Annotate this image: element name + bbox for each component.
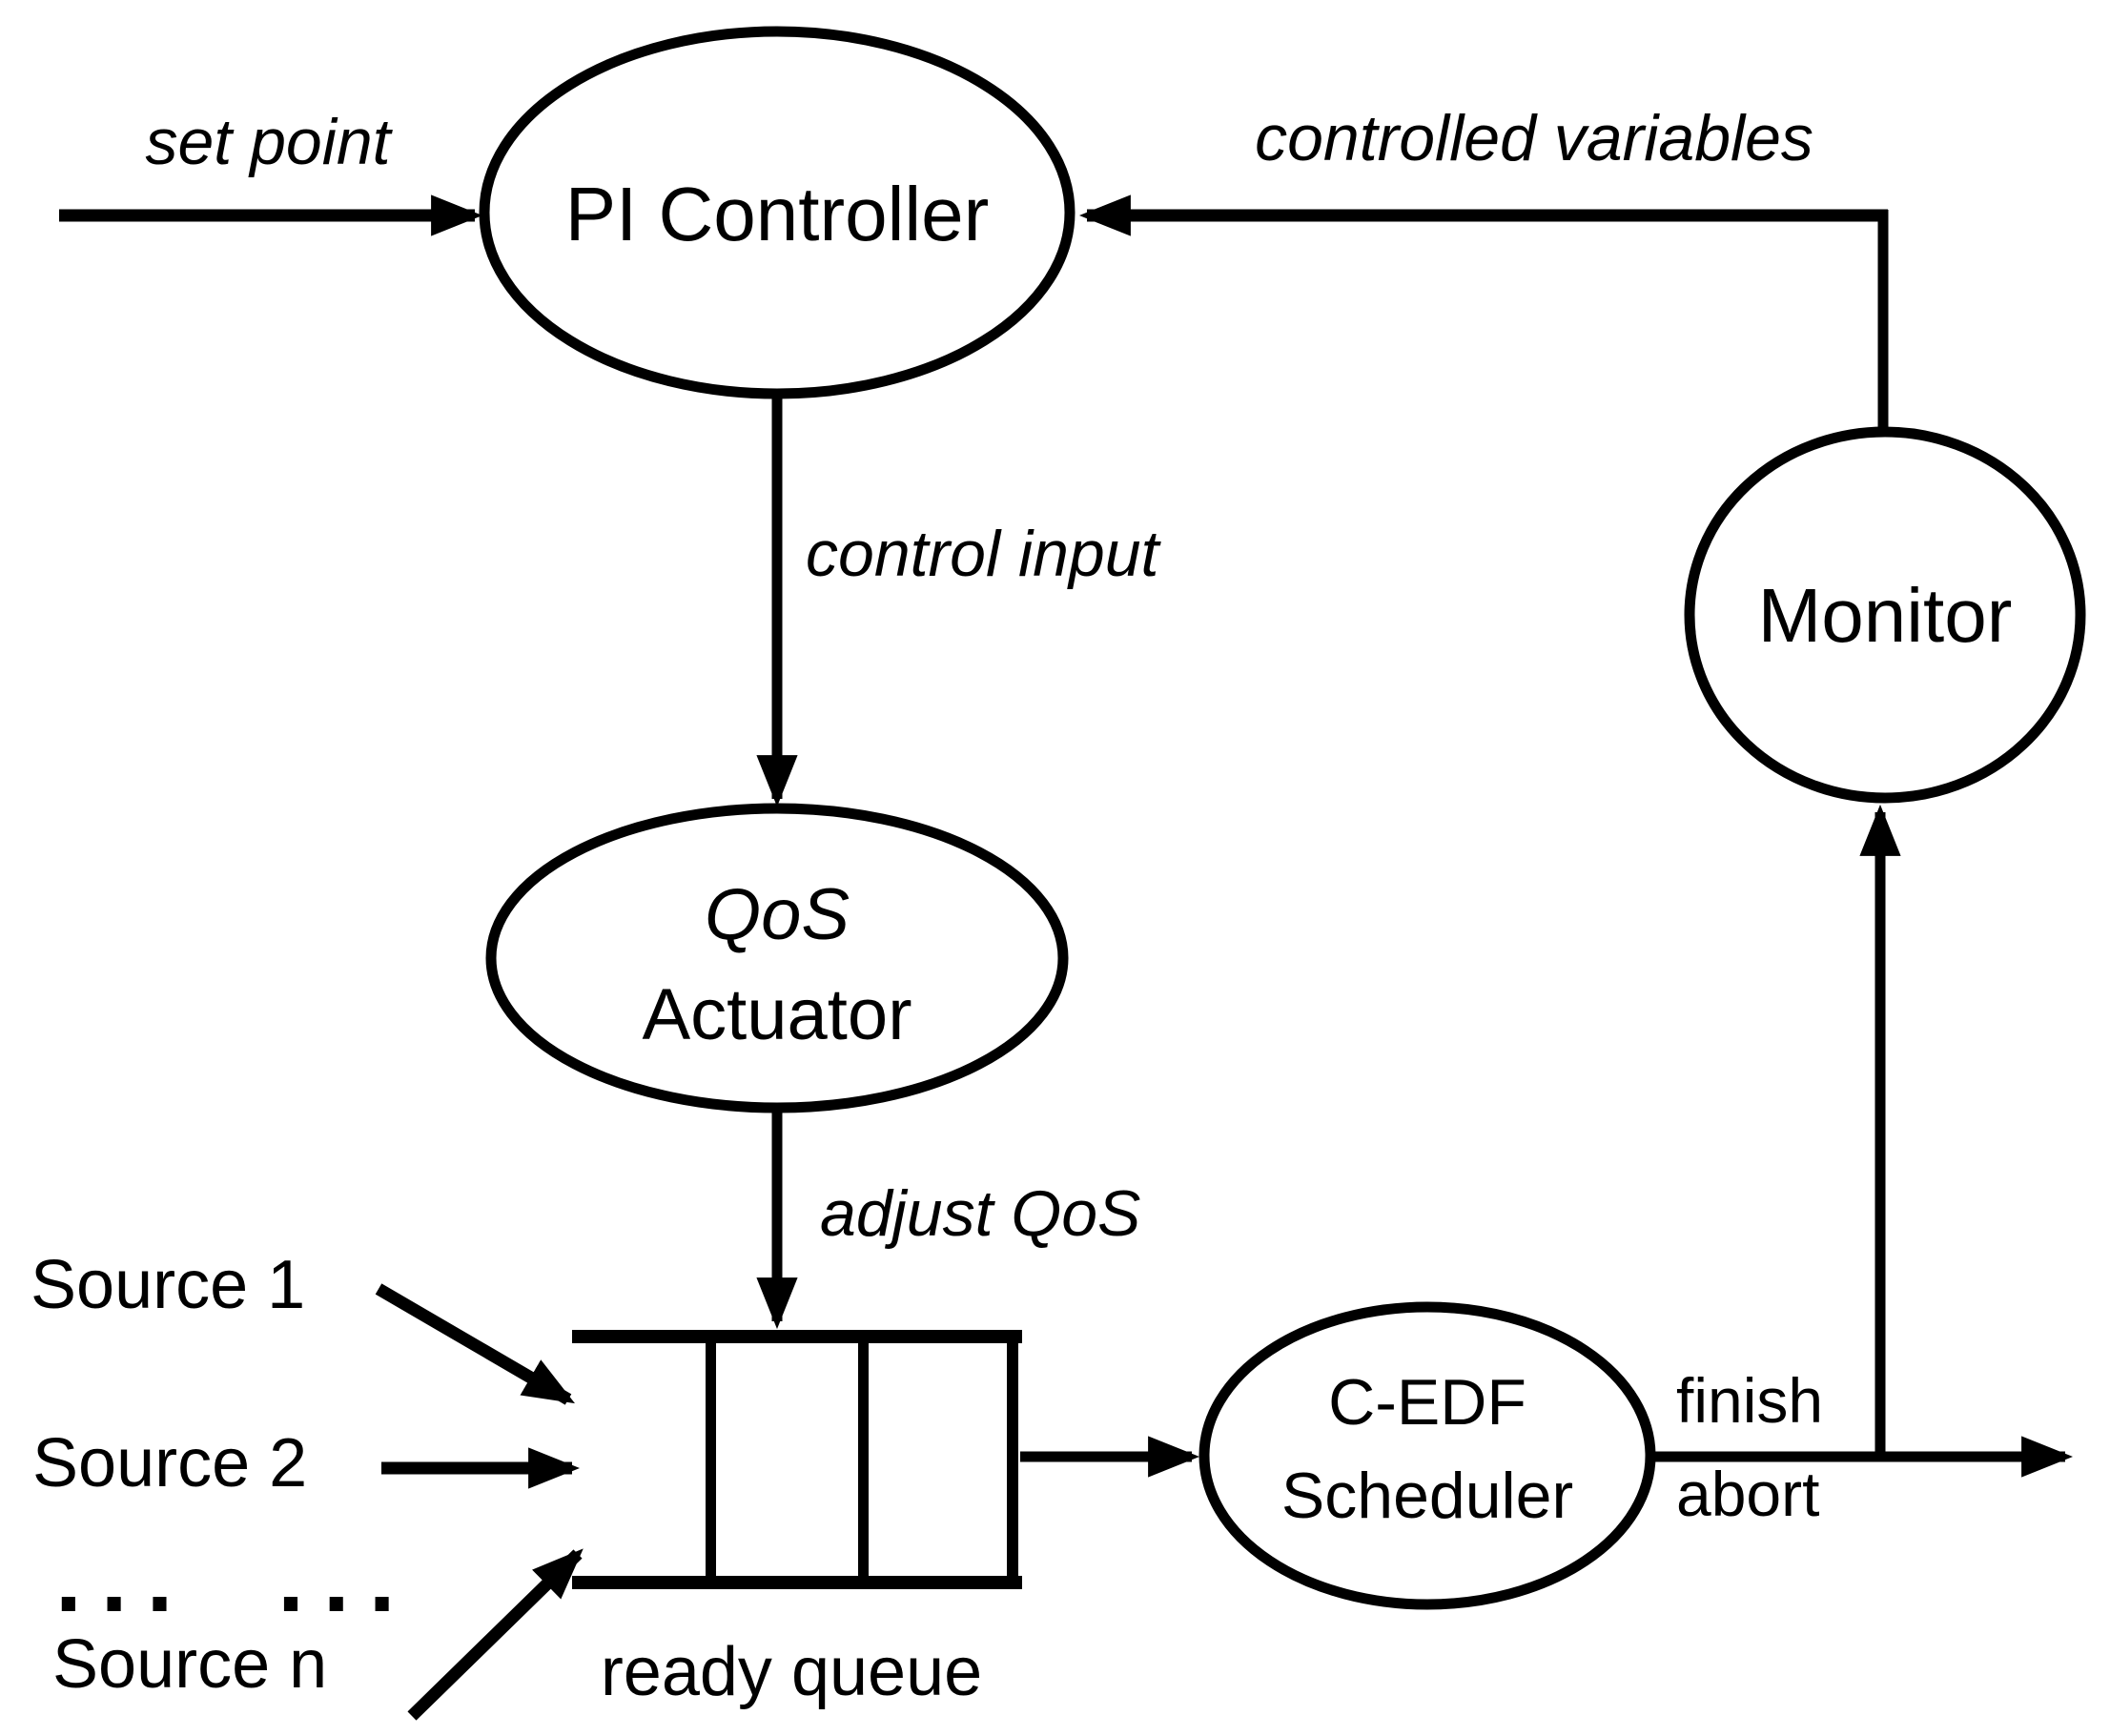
adjust-qos-label: adjust QoS [820, 1177, 1140, 1250]
source-n-label: Source n [52, 1626, 327, 1703]
queue-divider-1 [706, 1337, 716, 1583]
source-1-label: Source 1 [31, 1247, 305, 1323]
qos-actuator-label-line2: Actuator [642, 974, 912, 1055]
controlled-variables-label: controlled variables [1255, 102, 1813, 174]
source-2-label: Source 2 [32, 1425, 307, 1501]
source-n-arrow [407, 1548, 584, 1721]
qos-actuator-label-line1: QoS [705, 874, 850, 955]
cedf-scheduler-ellipse [1198, 1301, 1656, 1610]
set-point-label: set point [145, 106, 393, 178]
queue-right-edge [1007, 1337, 1018, 1583]
qos-actuator-ellipse [485, 803, 1069, 1113]
queue-bottom-edge [572, 1576, 1022, 1589]
control-input-label: control input [806, 518, 1162, 590]
abort-label: abort [1676, 1459, 1819, 1529]
pi-controller-label: PI Controller [565, 172, 990, 256]
finish-label: finish [1676, 1365, 1823, 1436]
cedf-scheduler-label-line2: Scheduler [1281, 1460, 1573, 1532]
sources-ellipsis: ... ... [55, 1525, 414, 1632]
queue-divider-2 [858, 1337, 869, 1583]
monitor-label: Monitor [1758, 573, 2013, 658]
source-1-arrow [375, 1283, 575, 1405]
queue-top-edge [572, 1330, 1022, 1343]
ready-queue-label: ready queue [601, 1634, 982, 1710]
ready-queue-box [572, 1330, 1022, 1589]
cedf-scheduler-label-line1: C-EDF [1328, 1366, 1526, 1439]
